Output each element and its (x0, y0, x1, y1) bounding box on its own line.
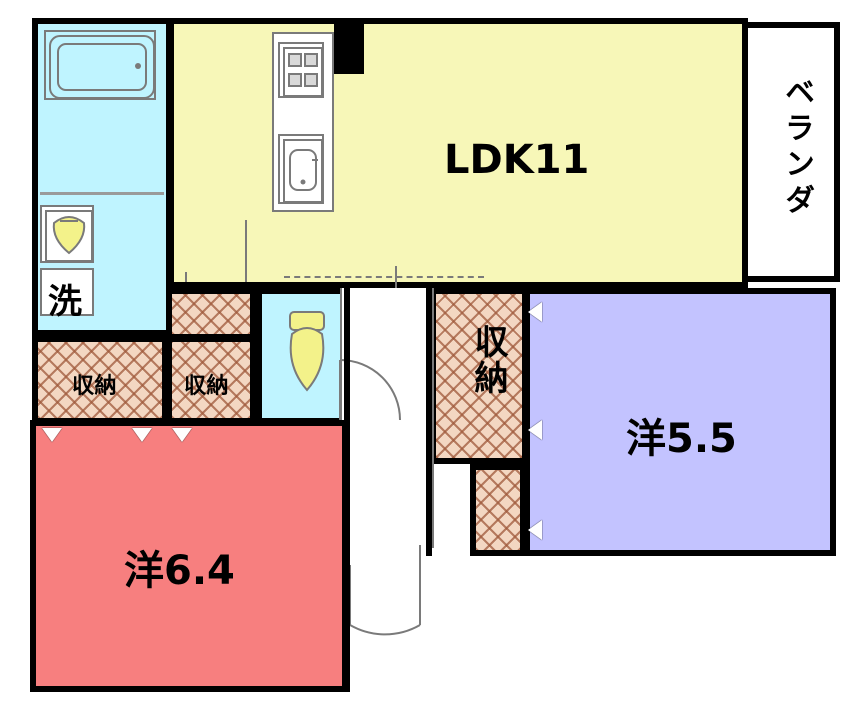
wall-segment (344, 282, 350, 692)
corridor (340, 288, 434, 548)
window-triangle-icon (172, 428, 192, 442)
room-label-western-5-5: 洋5.5 (626, 416, 737, 462)
storage-top-left-small (166, 288, 256, 340)
wall-segment (742, 18, 748, 288)
room-label-wash: 洗 (48, 282, 82, 322)
room-western-6-4: 洋6.4 (30, 420, 348, 692)
window-triangle-icon (528, 520, 542, 540)
storage-small (470, 464, 526, 556)
room-western-5-5: 洋5.5 (524, 288, 836, 556)
door-swing-icon (339, 359, 401, 421)
wall-segment (426, 282, 432, 556)
toilet-icon (289, 311, 325, 392)
wall-segment (470, 550, 836, 556)
room-label-veranda: ベランダ (779, 76, 814, 220)
storage-2: 収納 (166, 336, 256, 424)
room-label-western-6-4: 洋6.4 (124, 548, 235, 594)
washbasin-icon (40, 205, 94, 263)
window-triangle-icon (42, 428, 62, 442)
opening-line (284, 276, 484, 280)
wall-segment (166, 282, 350, 288)
kitchen-column (334, 24, 364, 74)
stove-icon (278, 42, 324, 98)
divider-line (40, 192, 164, 195)
wall-segment (166, 18, 172, 336)
window-triangle-icon (528, 302, 542, 322)
storage-1: 収納 (32, 336, 168, 424)
wall-segment (30, 686, 348, 692)
door-swing-icon (350, 545, 421, 636)
storage-label-1: 収納 (72, 374, 118, 399)
room-ldk: LDK11 (168, 18, 748, 300)
storage-label-3: 収納 (468, 324, 508, 396)
opening-tick (395, 266, 397, 288)
window-triangle-icon (528, 420, 542, 440)
window-triangle-icon (132, 428, 152, 442)
wash-label-box: 洗 (40, 268, 94, 322)
room-veranda: ベランダ (742, 22, 840, 282)
bathtub-icon (44, 30, 156, 100)
room-label-ldk: LDK11 (444, 137, 590, 183)
storage-label-2: 収納 (184, 374, 230, 399)
sink-icon (278, 134, 324, 204)
